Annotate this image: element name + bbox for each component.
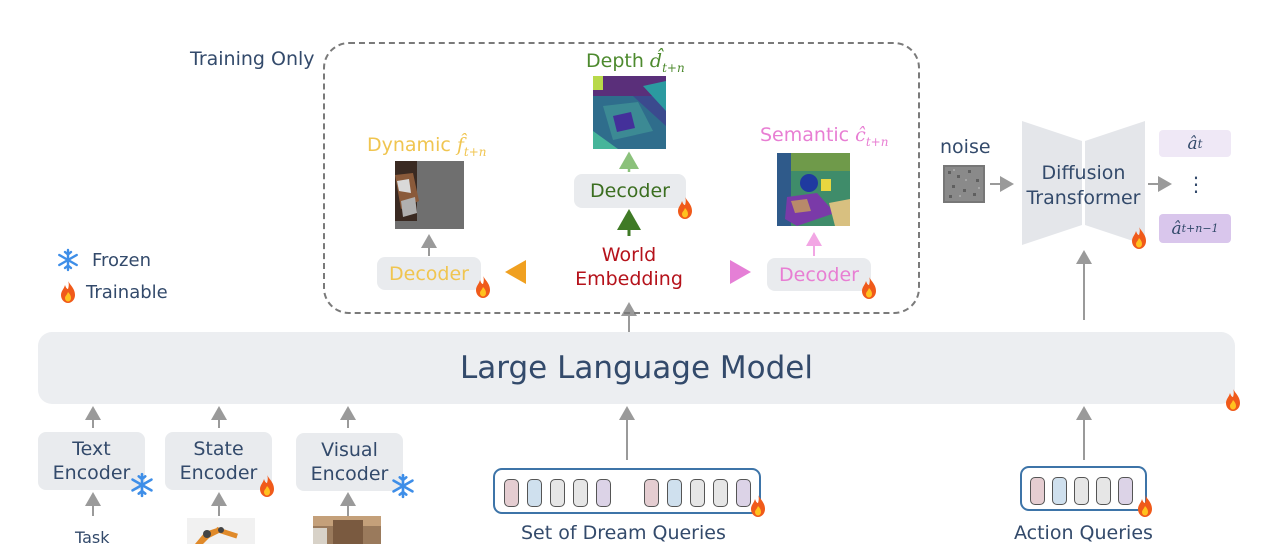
- flame-icon: [61, 281, 75, 303]
- dream-query-token: [690, 479, 705, 507]
- state-encoder: State Encoder: [165, 432, 272, 490]
- state-encoder-line2: Encoder: [179, 462, 258, 484]
- flame-icon: [678, 197, 692, 219]
- diffusion-transformer-label: Diffusion Transformer: [1022, 161, 1145, 211]
- diffusion-line1: Diffusion: [1041, 162, 1126, 184]
- semantic-map-image: [777, 153, 850, 226]
- dream-query-token: [527, 479, 542, 507]
- training-only-label: Training Only: [190, 48, 315, 70]
- dream-query-token: [667, 479, 682, 507]
- semantic-decoder: Decoder: [767, 258, 871, 291]
- dream-queries-box: [493, 468, 761, 514]
- world-embedding-line1: World: [601, 244, 657, 266]
- legend-trainable-label: Trainable: [86, 281, 168, 303]
- dynamic-map-image: [395, 161, 464, 229]
- flame-icon: [1226, 389, 1240, 411]
- flame-icon: [1132, 227, 1146, 249]
- flame-icon: [751, 495, 765, 517]
- dream-query-token: [504, 479, 519, 507]
- flame-icon: [1138, 495, 1152, 517]
- noise-image: [943, 165, 985, 203]
- dream-query-token: [713, 479, 728, 507]
- depth-map-image: [593, 76, 666, 149]
- flame-icon: [476, 276, 490, 298]
- action-queries-label: Action Queries: [1014, 522, 1153, 544]
- task-label: Task: [75, 528, 110, 547]
- large-language-model: Large Language Model: [38, 332, 1235, 404]
- snowflake-icon: [131, 472, 153, 498]
- visual-encoder-line1: Visual: [321, 439, 378, 461]
- action-query-token: [1052, 477, 1067, 505]
- diffusion-line2: Transformer: [1026, 187, 1141, 209]
- noise-label: noise: [940, 136, 991, 158]
- legend-trainable: Trainable: [58, 280, 168, 304]
- training-only-region: [323, 42, 920, 314]
- dream-queries-label: Set of Dream Queries: [521, 522, 726, 544]
- action-queries-box: [1020, 466, 1147, 511]
- action-query-token: [1096, 477, 1111, 505]
- action-query-token: [1074, 477, 1089, 505]
- dream-query-token: [596, 479, 611, 507]
- snowflake-icon: [58, 248, 78, 272]
- state-encoder-line1: State: [193, 438, 244, 460]
- dream-query-token: [573, 479, 588, 507]
- diffusion-transformer-shape: [1022, 121, 1145, 245]
- robot-arm-image: [187, 518, 255, 544]
- depth-title: Depth d̂t+n: [586, 50, 685, 75]
- visual-encoder-line2: Encoder: [310, 463, 389, 485]
- dynamic-title: Dynamic f̂t+n: [367, 134, 487, 159]
- depth-decoder: Decoder: [574, 174, 686, 208]
- text-encoder-line1: Text: [72, 438, 111, 460]
- world-embedding: World Embedding: [568, 243, 690, 291]
- action-query-token: [1030, 477, 1045, 505]
- legend-frozen-label: Frozen: [92, 249, 151, 271]
- text-encoder-line2: Encoder: [52, 462, 131, 484]
- text-encoder: Text Encoder: [38, 432, 145, 490]
- dream-query-token: [736, 479, 751, 507]
- dynamic-decoder: Decoder: [377, 257, 481, 290]
- action-output-dots: ⋮: [1186, 172, 1206, 196]
- visual-encoder: Visual Encoder: [296, 433, 403, 491]
- world-embedding-line2: Embedding: [575, 268, 683, 290]
- semantic-title: Semantic ĉt+n: [760, 124, 889, 149]
- camera-observation-image: [313, 516, 381, 544]
- dream-query-token: [550, 479, 565, 507]
- action-query-token: [1118, 477, 1133, 505]
- legend-frozen: Frozen: [56, 248, 151, 272]
- flame-icon: [260, 475, 274, 497]
- snowflake-icon: [392, 473, 414, 499]
- dream-query-token: [644, 479, 659, 507]
- flame-icon: [862, 277, 876, 299]
